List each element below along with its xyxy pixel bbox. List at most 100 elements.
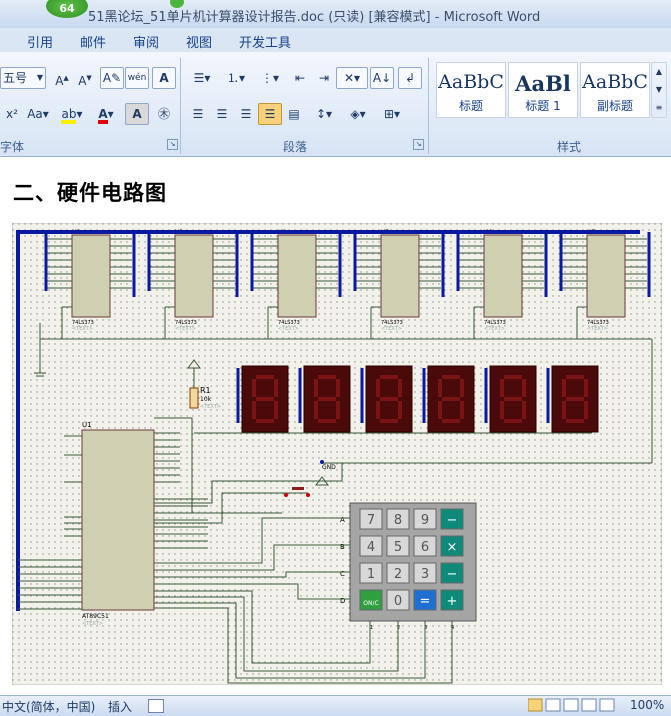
highlight-color-icon[interactable]: ab▾ xyxy=(56,103,88,125)
font-color-icon[interactable]: A▾ xyxy=(90,103,122,125)
text-placeholder: <TEXT> xyxy=(587,326,608,332)
zoom-level[interactable]: 100% xyxy=(630,698,665,712)
tab-references[interactable]: 引用 xyxy=(27,36,54,51)
latch-chip xyxy=(174,234,214,318)
mcu-part: AT89C51 xyxy=(82,613,109,620)
latch-chip xyxy=(483,234,523,318)
keypad-key[interactable] xyxy=(413,535,437,557)
segment xyxy=(584,401,588,419)
keypad-key[interactable] xyxy=(359,562,383,584)
align-left-icon[interactable]: ☰ xyxy=(192,107,204,121)
tab-view[interactable]: 视图 xyxy=(186,36,213,51)
tab-review[interactable]: 审阅 xyxy=(133,36,160,51)
segment xyxy=(562,401,566,419)
keypad-key-label: 4 xyxy=(367,540,375,555)
show-marks-icon[interactable]: ↲ xyxy=(398,67,422,89)
document-heading: 二、硬件电路图 xyxy=(13,181,167,205)
paragraph-dialog-launcher-icon[interactable]: ↘ xyxy=(413,139,424,150)
keypad-key[interactable] xyxy=(386,562,410,584)
segment xyxy=(442,397,460,401)
keypad-key[interactable] xyxy=(359,589,383,611)
chevron-down-icon: ▼ xyxy=(36,73,43,82)
keypad-row-label: A xyxy=(340,516,345,524)
phonetic-guide-icon[interactable]: wén xyxy=(125,67,149,89)
ground-icon xyxy=(34,323,46,377)
keypad-key[interactable] xyxy=(386,589,410,611)
segment xyxy=(314,379,318,397)
keypad-key[interactable] xyxy=(413,589,437,611)
align-center-icon[interactable]: ☰ xyxy=(216,107,228,121)
language-indicator[interactable]: 中文(简体，中国) xyxy=(2,700,96,714)
justify-icon[interactable]: ☰ xyxy=(258,103,282,125)
keypad-key[interactable] xyxy=(386,535,410,557)
clear-format-icon[interactable]: A✎ xyxy=(100,67,124,89)
segment xyxy=(336,401,340,419)
style-subtitle[interactable]: AaBbC 副标题 xyxy=(580,62,650,118)
style-heading-1[interactable]: AaBl 标题 1 xyxy=(508,62,578,118)
p1-wires xyxy=(18,559,82,610)
tab-developer[interactable]: 开发工具 xyxy=(239,36,292,51)
latch-part: 74LS373 xyxy=(587,320,609,326)
segment xyxy=(376,379,380,397)
keypad-key[interactable] xyxy=(359,535,383,557)
latch-part: 74LS373 xyxy=(381,320,403,326)
keypad-key[interactable] xyxy=(440,535,464,557)
macro-record-icon[interactable] xyxy=(148,699,164,713)
tab-mailings[interactable]: 邮件 xyxy=(80,36,107,51)
latch-part: 74LS373 xyxy=(175,320,197,326)
segment xyxy=(438,379,442,397)
distributed-icon[interactable]: ▤ xyxy=(288,107,300,121)
grow-font-icon[interactable]: A▲ xyxy=(55,74,69,88)
chinese-layout-icon[interactable]: ✕▾ xyxy=(336,67,368,89)
keypad-key[interactable] xyxy=(440,589,464,611)
character-shading-icon[interactable]: A xyxy=(125,103,149,125)
latch-part: 74LS373 xyxy=(72,320,94,326)
resistor-icon xyxy=(189,387,199,409)
character-border-icon[interactable]: A xyxy=(152,67,176,89)
view-buttons[interactable] xyxy=(527,698,648,712)
power-icon xyxy=(187,359,201,369)
change-case-icon[interactable]: Aa▾ xyxy=(27,107,49,121)
segment xyxy=(504,375,522,379)
resistor-value: 10k xyxy=(200,396,212,403)
shrink-font-icon[interactable]: A▼ xyxy=(78,74,92,88)
sort-icon[interactable]: A↓ xyxy=(370,67,394,89)
reset-button-icon[interactable] xyxy=(284,487,310,497)
styles-scroll[interactable]: ▲▼≡ xyxy=(651,62,667,118)
latch-part: 74LS373 xyxy=(484,320,506,326)
increase-indent-icon[interactable]: ⇥ xyxy=(318,71,330,85)
document-page[interactable]: 二、硬件电路图 U274LS373<TEXT>U374LS373<TEXT>U4… xyxy=(0,157,671,695)
align-right-icon[interactable]: ☰ xyxy=(240,107,252,121)
window-title: 51黑论坛_51单片机计算器设计报告.doc (只读) [兼容模式] - Mic… xyxy=(88,10,541,25)
line-spacing-icon[interactable]: ↕▾ xyxy=(315,107,333,121)
keypad-row-label: C xyxy=(340,570,345,578)
segment xyxy=(504,397,522,401)
numbering-icon[interactable]: ⒈▾ xyxy=(226,71,246,85)
style-title[interactable]: AaBbC 标题 xyxy=(436,62,506,118)
segment xyxy=(398,401,402,419)
group-separator xyxy=(180,58,181,154)
insert-mode-indicator[interactable]: 插入 xyxy=(108,700,133,714)
enclose-characters-icon[interactable]: ㊍ xyxy=(157,107,170,121)
keypad-key[interactable] xyxy=(386,508,410,530)
view-layout-icons[interactable] xyxy=(527,698,638,712)
latch-chip xyxy=(277,234,317,318)
segment xyxy=(566,375,584,379)
keypad-key[interactable] xyxy=(440,508,464,530)
segment xyxy=(562,379,566,397)
decrease-indent-icon[interactable]: ⇤ xyxy=(294,71,306,85)
segment xyxy=(500,379,504,397)
font-dialog-launcher-icon[interactable]: ↘ xyxy=(167,139,178,150)
segment xyxy=(256,419,274,423)
bullets-icon[interactable]: ☰▾ xyxy=(193,71,211,85)
font-size-combo[interactable]: 五号 ▼ xyxy=(0,67,46,89)
keypad-key[interactable] xyxy=(413,562,437,584)
keypad-key[interactable] xyxy=(413,508,437,530)
keypad-key[interactable] xyxy=(440,562,464,584)
shading-icon[interactable]: ◈▾ xyxy=(350,107,366,121)
subscript-icon[interactable]: x² xyxy=(6,107,18,121)
keypad-key[interactable] xyxy=(359,508,383,530)
borders-icon[interactable]: ⊞▾ xyxy=(383,107,401,121)
multilevel-list-icon[interactable]: ⋮▾ xyxy=(260,71,280,85)
style-sample: AaBbC xyxy=(582,71,648,93)
